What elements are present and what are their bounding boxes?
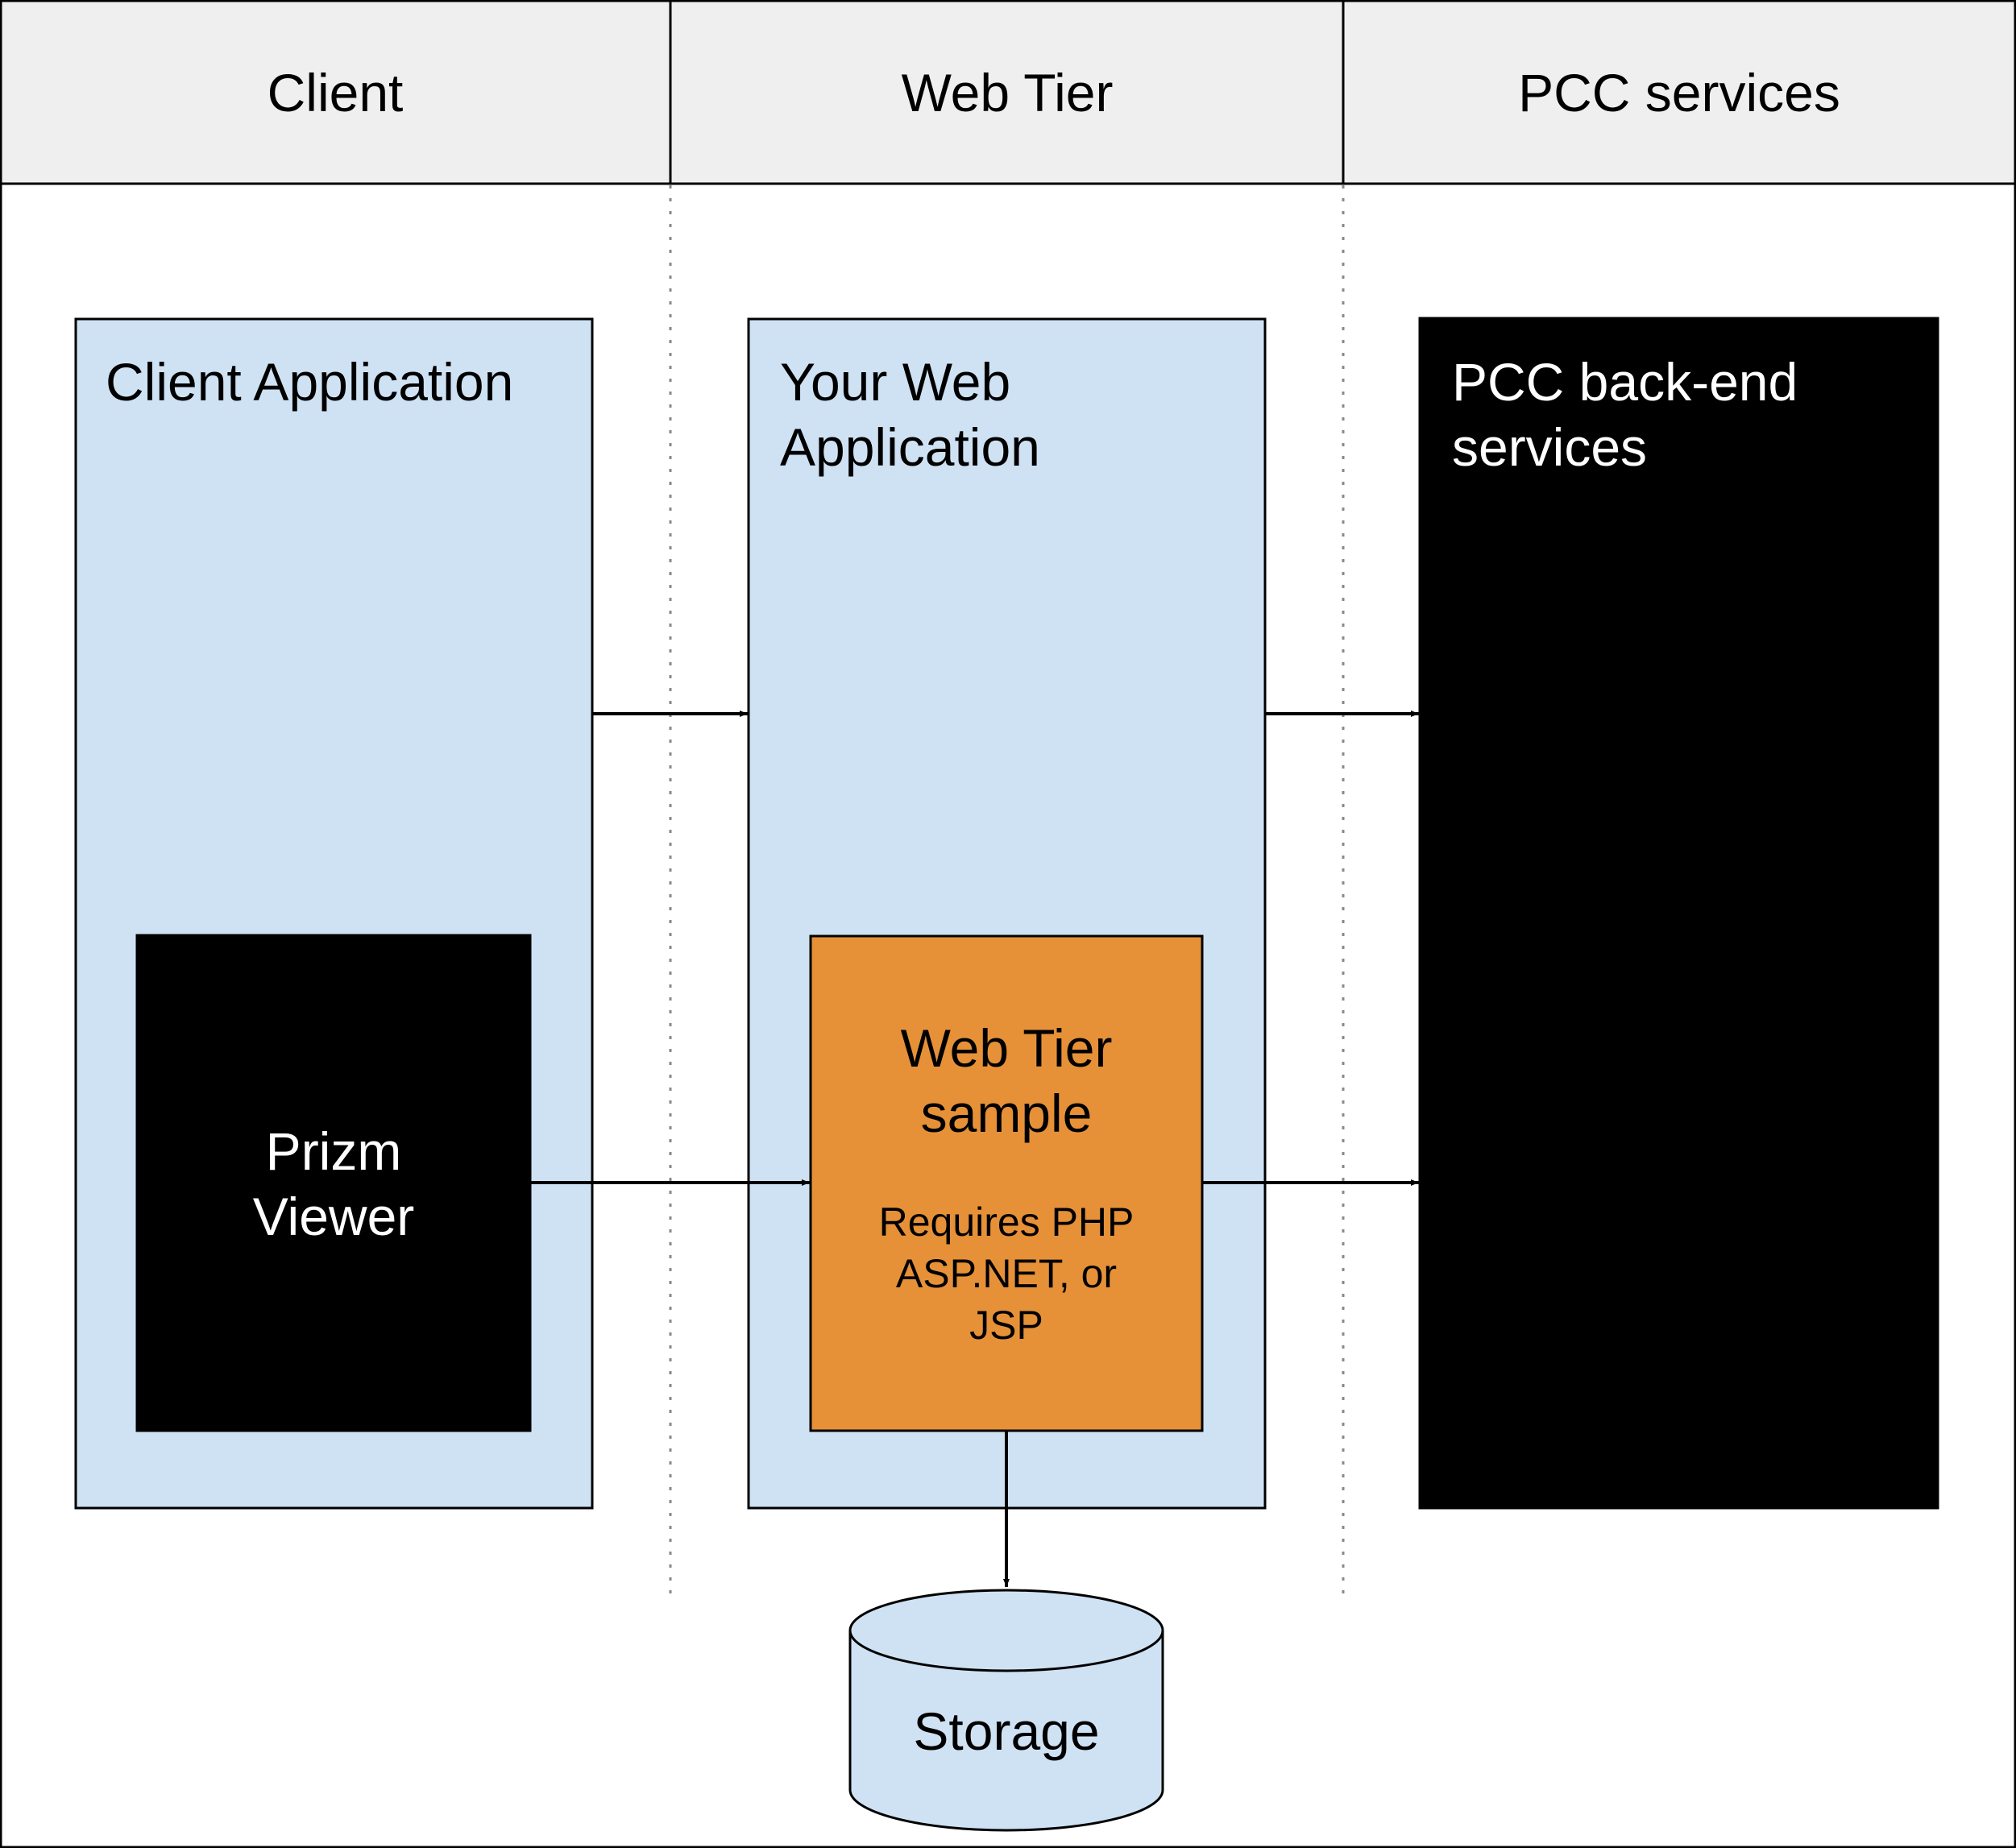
pcc-backend-title-line2: services (1452, 417, 1647, 477)
prizm-viewer-label-line1: Prizm (266, 1121, 402, 1181)
storage-label: Storage (913, 1701, 1099, 1761)
column-header-web-tier: Web Tier (902, 63, 1114, 122)
web-tier-sample-title-line2: sample (921, 1084, 1093, 1143)
web-tier-sample-note-line2: ASP.NET, or (896, 1251, 1117, 1296)
column-header-client: Client (268, 63, 404, 122)
web-tier-sample-note-line1: Requires PHP (879, 1200, 1135, 1245)
column-header-pcc-services: PCC services (1518, 63, 1840, 122)
prizm-viewer-label-line2: Viewer (253, 1187, 415, 1246)
web-application-title-line1: Your Web (780, 352, 1010, 412)
prizm-viewer-box (135, 934, 532, 1432)
web-application-title-line2: Application (780, 417, 1040, 477)
web-tier-sample-box (809, 934, 1204, 1432)
header-band (0, 0, 2016, 185)
web-tier-sample-note-line3: JSP (969, 1303, 1043, 1348)
client-application-title: Client Application (106, 352, 513, 412)
storage-cylinder: Storage (848, 1589, 1164, 1832)
pcc-backend-title-line1: PCC back-end (1452, 352, 1798, 412)
pcc-backend-box (1418, 317, 1939, 1510)
web-tier-sample-title-line1: Web Tier (901, 1018, 1113, 1078)
